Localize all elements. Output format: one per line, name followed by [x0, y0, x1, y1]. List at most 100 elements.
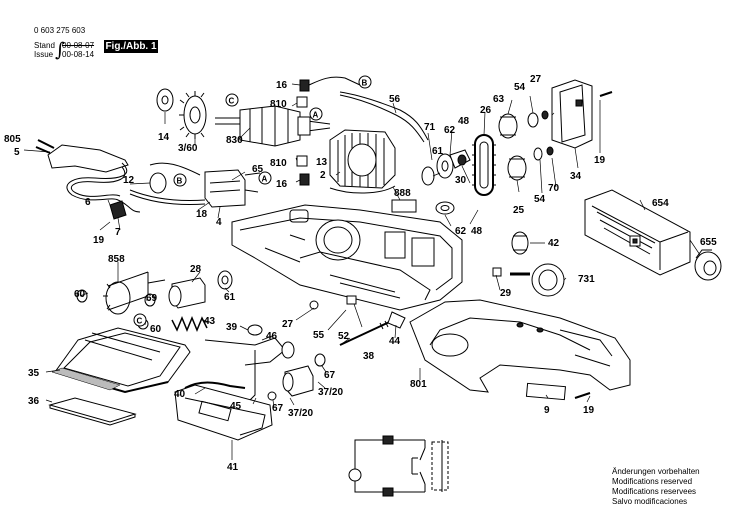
- wire-56: [339, 91, 429, 141]
- callout-63: 63: [493, 94, 505, 105]
- callout-71: 71: [424, 122, 436, 133]
- callout-801: 801: [410, 379, 427, 390]
- callout-41: 41: [227, 462, 239, 473]
- callout-28: 28: [190, 264, 202, 275]
- brushes: [296, 76, 361, 186]
- callout-19-cord: 19: [93, 235, 105, 246]
- date-brace: ∫: [55, 39, 65, 61]
- callout-30: 30: [455, 175, 467, 186]
- callout-67: 67: [324, 370, 336, 381]
- callout-19-top: 19: [594, 155, 606, 166]
- lever-assembly: [204, 324, 295, 406]
- callout-37-20-b: 37/20: [288, 408, 313, 419]
- callout-888: 888: [394, 188, 411, 199]
- callout-45: 45: [230, 401, 242, 412]
- callout-4: 4: [216, 217, 222, 228]
- callout-810: 810: [270, 99, 287, 110]
- callout-55: 55: [313, 330, 325, 341]
- callout-655: 655: [700, 237, 717, 248]
- modifications-en: Modifications reserved: [612, 477, 693, 486]
- callout-A-top: A: [313, 111, 319, 120]
- callout-A-mid: A: [262, 175, 268, 184]
- wiring-circuit: [348, 435, 449, 497]
- clip-40: [184, 381, 246, 389]
- callout-38: 38: [363, 351, 375, 362]
- callout-67-b: 67: [272, 403, 284, 414]
- callout-69: 69: [146, 293, 158, 304]
- base-plate-41: [174, 384, 273, 441]
- spring-43: [171, 316, 208, 332]
- callout-B-mid: B: [177, 177, 183, 186]
- callout-731: 731: [578, 274, 595, 285]
- callout-3-60: 3/60: [178, 143, 198, 154]
- callout-65: 65: [252, 164, 264, 175]
- callout-56: 56: [389, 94, 401, 105]
- callout-2: 2: [320, 170, 326, 181]
- pulleys: [498, 110, 554, 181]
- callout-26: 26: [480, 105, 492, 116]
- callout-C-top: C: [229, 97, 235, 106]
- gear-group: [421, 149, 471, 215]
- callout-48-b: 48: [471, 226, 483, 237]
- callout-16: 16: [276, 80, 288, 91]
- sanding-belt-35: [51, 327, 191, 394]
- callout-830: 830: [226, 135, 243, 146]
- housing-888: [231, 199, 463, 311]
- callout-654: 654: [652, 198, 669, 209]
- rear-drum-28: [137, 270, 233, 330]
- callout-61: 61: [432, 146, 444, 157]
- belt-cover-34: [551, 79, 613, 149]
- dust-adapter-655: [694, 249, 722, 281]
- bolt-38: [339, 311, 406, 346]
- callout-B-top: B: [362, 79, 368, 88]
- switch-block: [129, 162, 261, 208]
- roller-37-20: [267, 353, 326, 401]
- callout-25: 25: [513, 205, 525, 216]
- callout-54: 54: [514, 82, 526, 93]
- stand-label: Stand: [34, 41, 55, 50]
- callout-19-handle: 19: [583, 405, 595, 416]
- callout-18: 18: [196, 209, 208, 220]
- callout-52: 52: [338, 331, 350, 342]
- callout-14: 14: [158, 132, 170, 143]
- nut-29: [492, 267, 502, 277]
- callout-6: 6: [85, 197, 91, 208]
- callout-5: 5: [14, 147, 20, 158]
- leader-lines: [23, 83, 701, 460]
- callout-46: 46: [266, 331, 278, 342]
- issue-date: 00-08-14: [62, 50, 95, 59]
- callout-39: 39: [226, 322, 238, 333]
- callout-C-low: C: [137, 317, 143, 326]
- figure-badge: Fig./Abb. 1: [104, 40, 158, 53]
- sanding-plate-36: [48, 397, 137, 426]
- callout-labels: 16 810 56 27 54 63 14 830 3/60 805 5 71 …: [4, 74, 717, 473]
- circled-callouts: B A C B A C: [133, 75, 372, 327]
- toothed-belt-26: [472, 134, 496, 196]
- callout-27: 27: [530, 74, 542, 85]
- callout-810-b: 810: [270, 158, 287, 169]
- tension-knob-731: [510, 263, 565, 297]
- callout-54-b: 54: [534, 194, 546, 205]
- callout-27-b: 27: [282, 319, 294, 330]
- callout-16-b: 16: [276, 179, 288, 190]
- callout-12: 12: [123, 175, 135, 186]
- callout-43: 43: [204, 316, 216, 327]
- callout-61-b: 61: [224, 292, 236, 303]
- callout-62-b: 62: [455, 226, 467, 237]
- washer-27: [309, 300, 319, 310]
- callout-40: 40: [174, 389, 186, 400]
- stator-13: [329, 129, 396, 194]
- callout-70: 70: [548, 183, 560, 194]
- callout-62: 62: [444, 125, 456, 136]
- power-cord-805: [35, 139, 141, 213]
- issue-label: Issue: [34, 50, 54, 59]
- modifications-de: Änderungen vorbehalten: [612, 467, 700, 476]
- stand-date: 00-08-07: [62, 41, 95, 50]
- modifications-fr: Modifications reservees: [612, 487, 697, 496]
- callout-34: 34: [570, 171, 582, 182]
- insert-55: [346, 295, 357, 305]
- handle-801: [409, 299, 631, 401]
- callout-60-b: 60: [150, 324, 162, 335]
- callout-29: 29: [500, 288, 512, 299]
